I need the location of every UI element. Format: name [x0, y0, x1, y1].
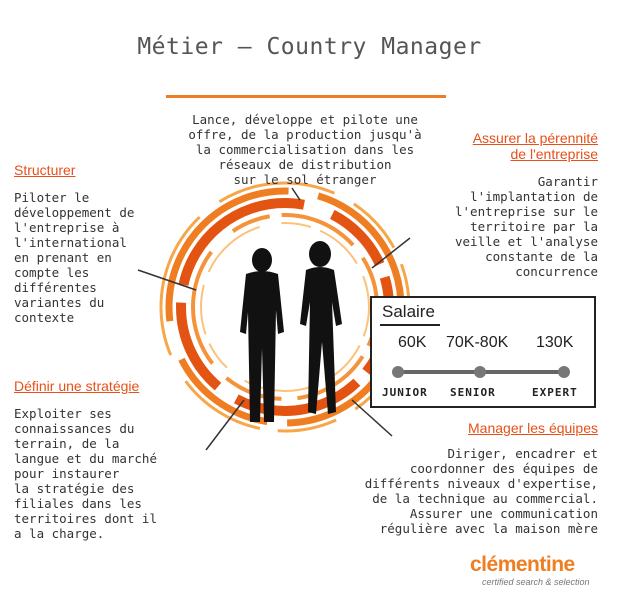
text-line: régulière avec la maison mère	[379, 521, 598, 536]
salary-level-expert: EXPERT	[532, 386, 578, 399]
text-line: l'entreprise sur le	[455, 204, 598, 219]
salary-value-junior: 60K	[398, 334, 427, 351]
clementine-tagline: certified search & selection	[482, 577, 590, 587]
structurer-heading: Structurer	[14, 162, 76, 178]
text-line: variantes du	[14, 295, 105, 310]
perennite-text: Garantir l'implantation de l'entreprise …	[418, 174, 598, 279]
text-line: de la technique au commercial.	[372, 491, 598, 506]
text-line: l'entreprise à	[14, 220, 120, 235]
salary-level-junior: JUNIOR	[382, 386, 428, 399]
salary-dot-senior	[474, 366, 486, 378]
text-line: coordonner des équipes de	[409, 461, 598, 476]
strategie-heading: Définir une stratégie	[14, 378, 140, 394]
text-line: filiales dans les	[14, 496, 142, 511]
text-line: l'international	[14, 235, 127, 250]
salary-level-senior: SENIOR	[450, 386, 496, 399]
equipes-heading: Manager les équipes	[468, 420, 598, 436]
text-line: veille et l'analyse	[455, 234, 598, 249]
text-line: réseaux de distribution	[218, 157, 392, 172]
text-line: compte les	[14, 265, 90, 280]
text-line: pour instaurer	[14, 466, 120, 481]
salary-value-expert: 130K	[536, 334, 574, 351]
text-line: Diriger, encadrer et	[447, 446, 598, 461]
text-line: contexte	[14, 310, 75, 325]
text-line: Exploiter ses	[14, 406, 112, 421]
clementine-logo: clémentine	[470, 553, 575, 576]
equipes-text: Diriger, encadrer et coordonner des équi…	[320, 446, 598, 536]
salary-dot-expert	[558, 366, 570, 378]
structurer-text: Piloter le développement de l'entreprise…	[14, 190, 164, 325]
text-line: Piloter le	[14, 190, 90, 205]
text-line: la commercialisation dans les	[195, 142, 415, 157]
text-line: différents niveaux d'expertise,	[364, 476, 598, 491]
text-line: constante de la	[485, 249, 598, 264]
title-divider	[166, 95, 446, 98]
text-line: l'implantation de	[470, 189, 598, 204]
salary-panel: Salaire 60K 70K-80K 130K JUNIOR SENIOR E…	[370, 296, 596, 408]
text-line: offre, de la production jusqu'à	[188, 127, 422, 142]
man-silhouette	[240, 248, 284, 422]
salary-title: Salaire	[382, 302, 435, 321]
text-line: sur le sol étranger	[233, 172, 377, 187]
text-line: Lance, développe et pilote une	[192, 112, 418, 127]
text-line: Garantir	[537, 174, 598, 189]
heading-line: Assurer la pérennité	[472, 130, 598, 146]
perennite-heading: Assurer la pérennité de l'entreprise	[420, 130, 598, 162]
text-line: la stratégie des	[14, 481, 135, 496]
strategie-text: Exploiter ses connaissances du terrain, …	[14, 406, 194, 541]
text-line: territoire par la	[470, 219, 598, 234]
text-line: territoires dont il	[14, 511, 157, 526]
text-line: en prenant en	[14, 250, 112, 265]
center-top-description: Lance, développe et pilote une offre, de…	[140, 112, 470, 187]
text-line: Assurer une communication	[409, 506, 598, 521]
text-line: différentes	[14, 280, 97, 295]
salary-value-senior: 70K-80K	[446, 334, 509, 351]
page-title: Métier – Country Manager	[137, 34, 482, 60]
text-line: a la charge.	[14, 526, 105, 541]
text-line: terrain, de la	[14, 436, 120, 451]
salary-title-underline	[380, 324, 440, 326]
text-line: connaissances du	[14, 421, 135, 436]
woman-silhouette	[300, 241, 342, 414]
text-line: concurrence	[515, 264, 598, 279]
innermost-arc	[200, 222, 370, 392]
text-line: développement de	[14, 205, 135, 220]
heading-line: de l'entreprise	[510, 146, 599, 162]
text-line: langue et du marché	[14, 451, 157, 466]
salary-dot-junior	[392, 366, 404, 378]
